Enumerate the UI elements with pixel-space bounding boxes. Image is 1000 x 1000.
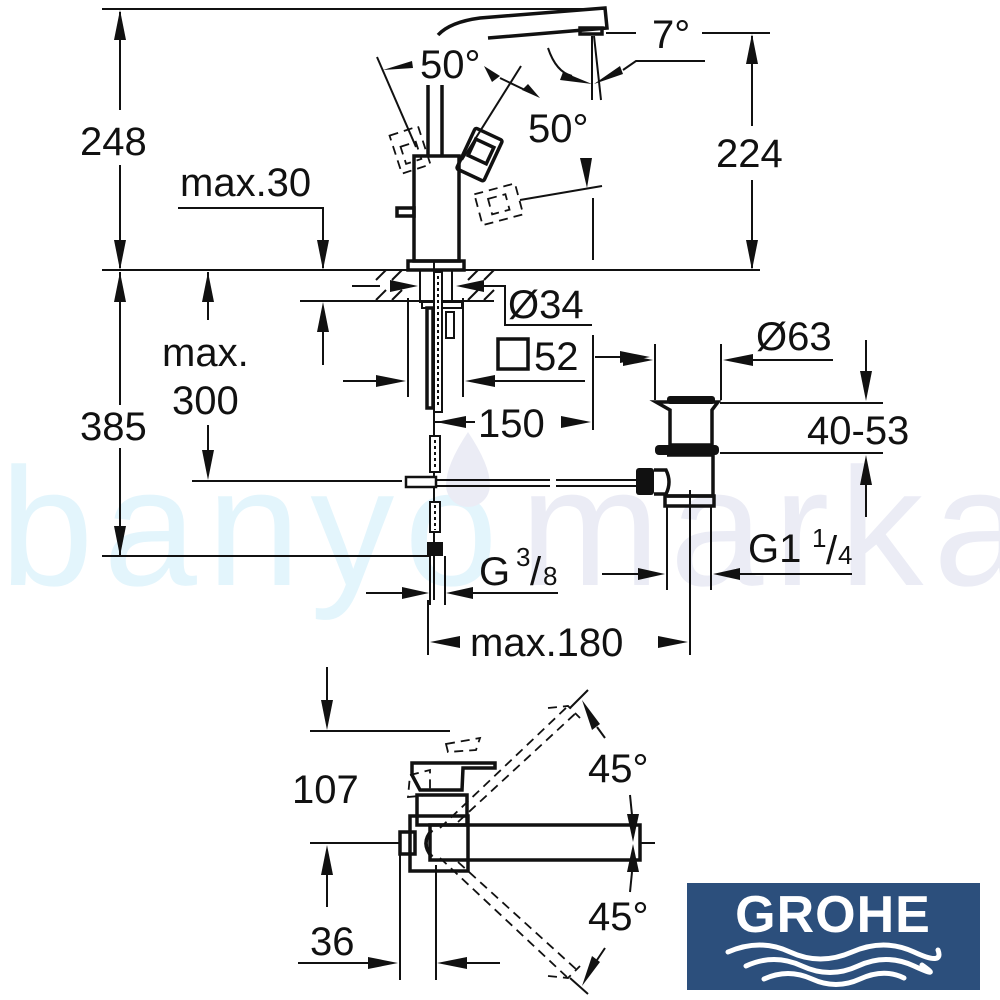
arrow-icon [446,587,473,599]
dim-spout-reach: 150 [478,402,545,446]
dim-waste-offset: max.180 [470,621,623,665]
arrow-icon [561,416,591,428]
arrow-icon [114,10,126,40]
top-lever [410,761,497,792]
dim-waste-thread-den: 4 [838,540,852,570]
watermark: banyo marka [0,432,1000,621]
arrow-icon [594,66,623,84]
dim-lever-angle-left: 50° [420,43,481,87]
arrow-icon [437,957,467,969]
dim-spout-height: 224 [716,132,783,176]
arrow-icon [582,700,600,730]
logo-waves-icon [725,942,942,987]
arrow-icon [321,700,333,730]
dim-swivel-down: 45° [588,895,649,939]
arrow-icon [746,240,758,270]
arrow-icon [860,371,872,401]
dim-supply-length: 385 [80,405,147,449]
dim-total-height: 248 [80,120,147,164]
arrow-icon [582,956,600,986]
watermark-banyo: banyo [0,433,508,621]
arrow-icon [114,240,126,270]
dim-spout-tilt: 7° [652,13,690,57]
dim-supply-thread-den: 8 [543,561,557,591]
dim-popup-value: 300 [172,379,239,423]
dim-top-depth: 107 [292,768,359,812]
arrow-icon [627,844,639,872]
arrow-icon [746,34,758,64]
dim-lever-angle-right: 50° [528,107,589,151]
dim-waste-range: 40-53 [807,409,909,453]
grohe-logo: GROHE [687,883,980,990]
logo-text: GROHE [735,886,931,944]
arrow-icon [202,450,214,480]
top-spout [428,823,642,862]
arrow-icon [317,240,329,270]
watermark-drop-icon [446,432,490,507]
deck-hatch [375,269,495,301]
arrow-icon [202,272,214,302]
dim-waste-thread: G1 [748,527,801,571]
dim-base-square: 52 [534,335,579,379]
hose-nut [427,542,443,556]
dim-supply-thread-slash: / [530,550,542,594]
dim-body-width: 36 [310,920,355,964]
arrow-icon [376,375,406,387]
arrow-icon [383,61,413,70]
popup-rod-clip [404,475,438,489]
aerator [578,26,604,36]
dim-hole-diameter: Ø34 [508,283,584,327]
faucet-base [406,259,466,272]
arrow-icon [623,354,653,366]
faucet-body [412,154,461,263]
arrow-icon [465,375,495,387]
arrow-icon [723,354,753,366]
arrow-icon [860,455,872,485]
arrow-icon [430,636,460,648]
arrow-icon [317,302,329,332]
arrow-icon [368,957,398,969]
arrow-icon [390,280,418,292]
arrow-icon [114,272,126,302]
arrow-icon [560,72,592,84]
arrow-icon [456,280,484,292]
dim-max-deck: max.30 [180,161,311,205]
arrow-icon [402,587,429,599]
arrow-icon [436,416,466,428]
arrow-icon [713,568,740,580]
lever [455,126,504,183]
side-view: 248 max.30 [80,6,909,665]
arrow-icon [484,66,500,82]
dim-supply-thread: G [479,550,510,594]
arrow-icon [522,84,540,98]
arrow-icon [658,636,688,648]
dim-waste-thread-num: 1 [812,523,826,553]
dim-waste-diameter: Ø63 [756,315,832,359]
dim-waste-thread-slash: / [826,529,838,573]
top-view: 107 36 [292,667,655,995]
top-body [408,814,470,873]
dim-supply-thread-num: 3 [516,542,530,572]
arrow-icon [114,526,126,556]
arrow-icon [580,158,592,188]
arrow-icon [638,568,665,580]
dim-swivel-up: 45° [588,747,649,791]
arrow-icon [627,814,639,842]
spout [436,6,609,40]
popup-knob [395,206,416,218]
dim-popup-label: max. [162,331,249,375]
arrow-icon [321,845,333,875]
square-symbol-icon [496,337,530,371]
watermark-marka: marka [520,433,1000,621]
